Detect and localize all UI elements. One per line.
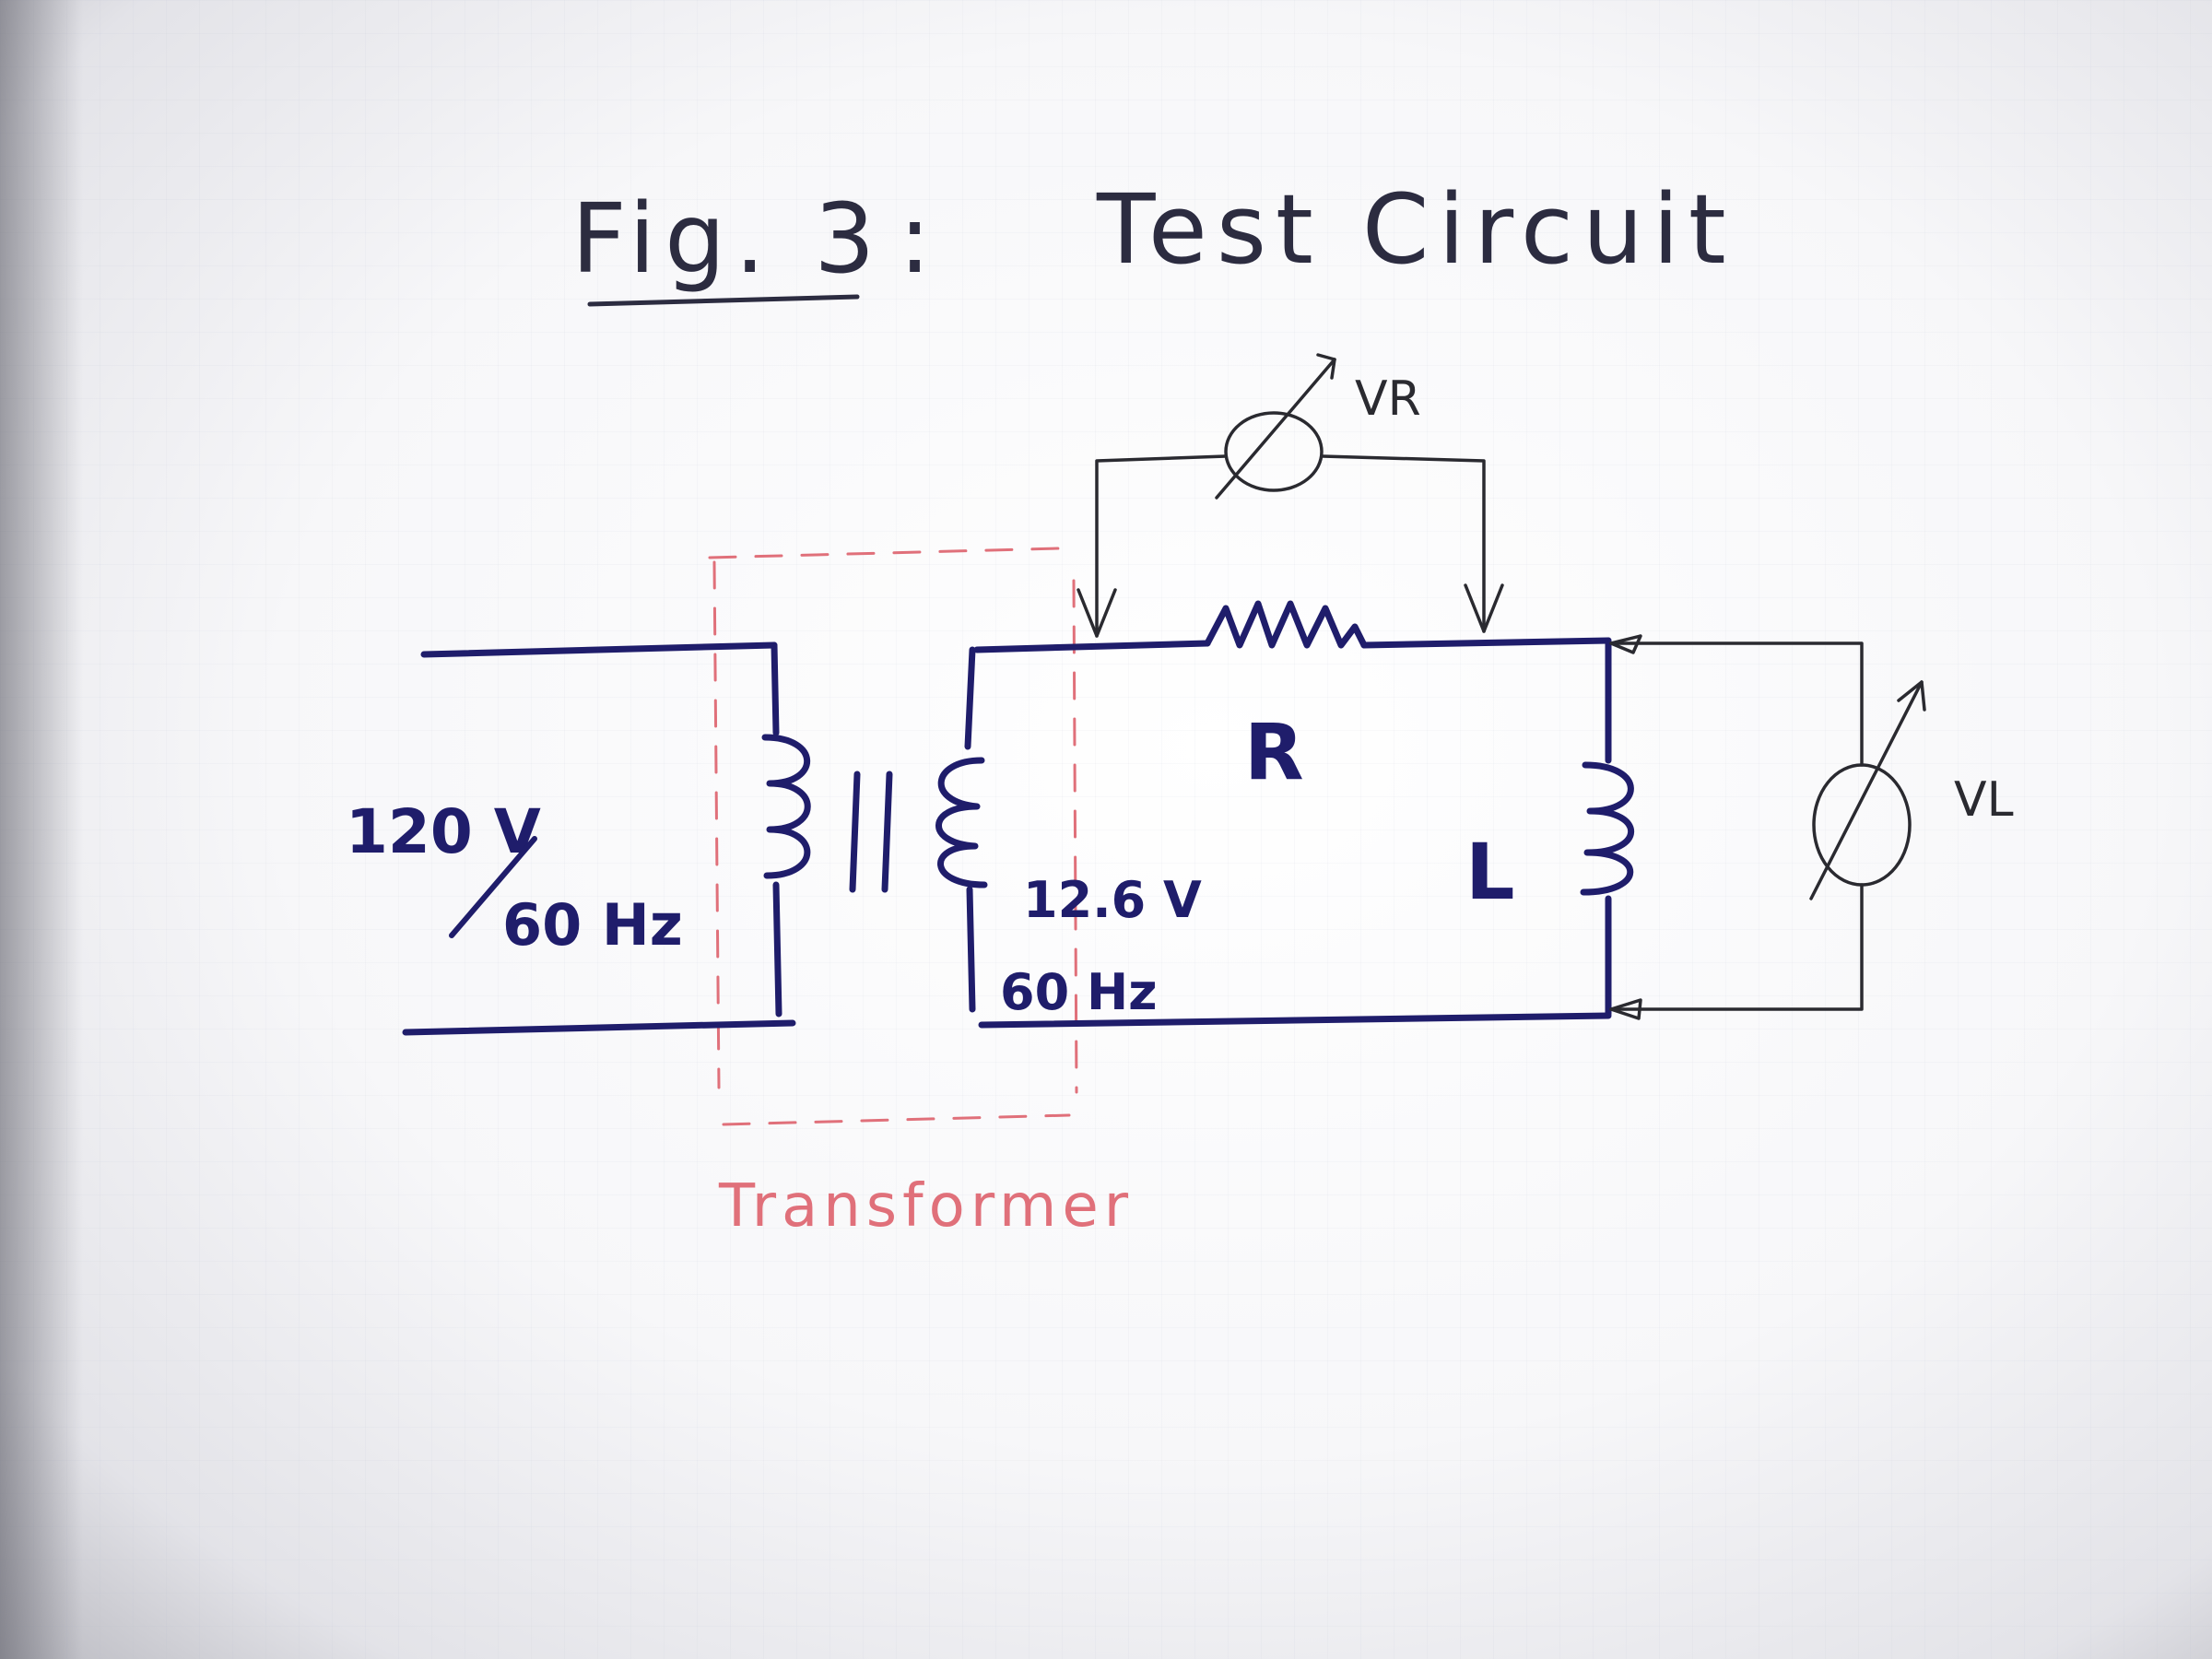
secondary-frequency-label: 60 Hz: [1000, 963, 1158, 1021]
transformer-outline: [708, 547, 1078, 1126]
secondary-circuit: [935, 600, 1634, 1029]
primary-voltage-label: 120 V: [346, 796, 541, 867]
inductor-label: L: [1465, 827, 1515, 917]
primary-coil: [761, 734, 811, 879]
figure-label-underline: [587, 294, 860, 307]
title-separator: :: [899, 182, 940, 295]
resistor-symbol: [1204, 600, 1368, 649]
voltmeter-r: [1077, 353, 1504, 638]
secondary-voltage-label: 12.6 V: [1023, 871, 1202, 929]
transformer-label: Transformer: [718, 1172, 1134, 1241]
resistor-label: R: [1244, 707, 1304, 797]
voltmeter-r-label: VR: [1355, 371, 1421, 427]
transformer-core: [849, 771, 893, 893]
primary-label-slash: [449, 836, 537, 938]
secondary-coil: [935, 757, 988, 888]
diagram-title: Test Circuit: [1096, 173, 1735, 286]
inductor-coil: [1580, 761, 1634, 896]
voltmeter-l: [1609, 634, 1926, 1020]
primary-frequency-label: 60 Hz: [502, 891, 683, 959]
primary-circuit: [402, 641, 811, 1036]
voltmeter-l-label: VL: [1954, 772, 2014, 828]
figure-label: Fig. 3: [571, 182, 884, 295]
